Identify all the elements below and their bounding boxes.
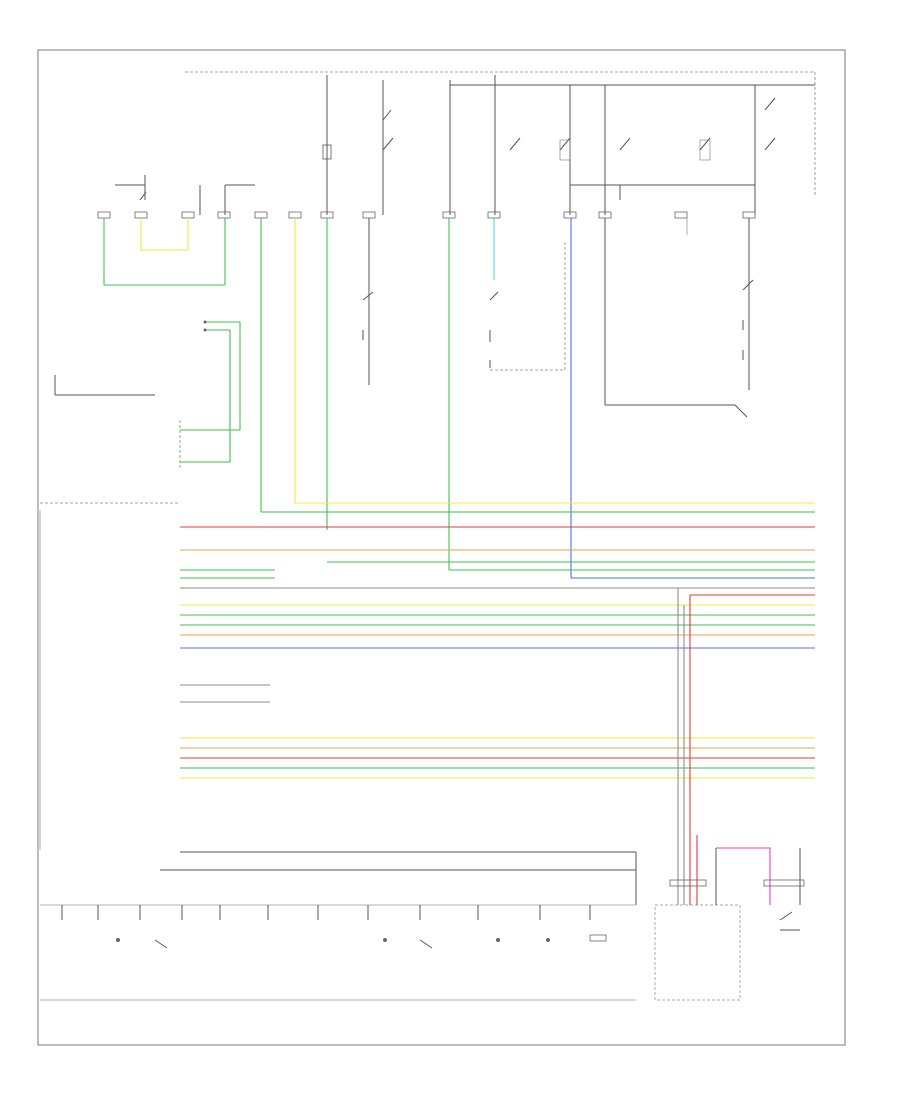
connector-icon <box>254 211 268 219</box>
switch-icon <box>489 291 499 368</box>
connector-icon <box>742 211 756 219</box>
switch-icon <box>742 279 754 360</box>
fuse-icon <box>322 144 332 160</box>
switch-icon <box>362 291 374 340</box>
diagram-frame <box>37 49 846 1046</box>
connector-icon <box>669 879 707 887</box>
connector-icon <box>217 211 231 219</box>
connector-icon <box>134 211 148 219</box>
left-relay-block <box>115 175 255 215</box>
connector-icon <box>487 211 501 219</box>
vertical-feeds <box>260 218 750 578</box>
connector-row <box>97 211 756 219</box>
sensor-icon <box>546 938 550 942</box>
bottom-right-modules <box>654 904 800 1001</box>
connector-icon <box>362 211 376 219</box>
connector-icon <box>589 934 607 942</box>
connector-icon <box>563 211 577 219</box>
bottom-sensors <box>61 905 607 949</box>
bottom-sensor-bus <box>40 851 637 1001</box>
switch-icon <box>779 911 800 931</box>
green-loop-upper-left <box>103 218 226 286</box>
vertical-switches <box>362 240 754 418</box>
module-wires-upper <box>180 502 815 649</box>
switch-icon <box>154 939 433 949</box>
connector-icon <box>674 211 688 219</box>
sensor-icon <box>496 938 500 942</box>
fuse-block <box>322 75 815 215</box>
relay-switches <box>382 97 776 200</box>
connector-icon <box>288 211 302 219</box>
sensor-icon <box>116 938 120 942</box>
connector-icon <box>97 211 111 219</box>
sensor-icon <box>383 938 387 942</box>
connector-icon <box>181 211 195 219</box>
relay-icon <box>559 139 571 161</box>
relay-icon <box>699 139 711 161</box>
module-wires-lower <box>180 684 815 779</box>
left-side-signals <box>54 320 241 470</box>
right-harness <box>669 588 805 905</box>
connector-icon <box>763 879 805 887</box>
switch-icon <box>382 97 776 151</box>
connector-icon <box>442 211 456 219</box>
